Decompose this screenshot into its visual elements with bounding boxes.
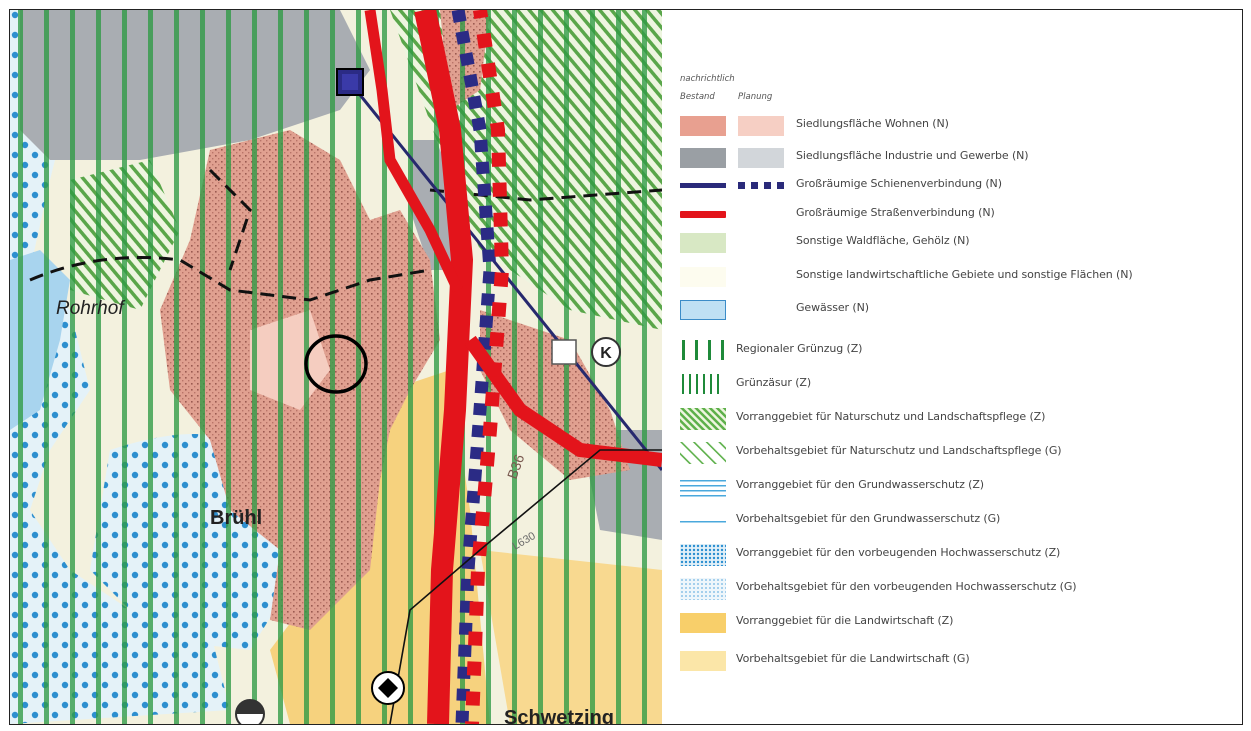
road-west (364, 10, 463, 293)
legend-label: Vorranggebiet für die Landwirtschaft (Z) (736, 614, 954, 627)
legend-label: Großräumige Straßenverbindung (N) (796, 206, 995, 219)
legend-label: Sonstige landwirtschaftliche Gebiete und… (796, 268, 1133, 281)
legend-item-rail: Großräumige Schienenverbindung (N) (668, 173, 1242, 199)
legend-label: Gewässer (N) (796, 301, 869, 314)
legend-item-flood-reserve: Vorbehaltsgebiet für den vorbeugenden Ho… (668, 576, 1242, 602)
legend-item-nature-reserve: Vorbehaltsgebiet für Naturschutz und Lan… (668, 440, 1242, 466)
legend-label: Großräumige Schienenverbindung (N) (796, 177, 1002, 190)
legend-item-road: Großräumige Straßenverbindung (N) (668, 202, 1242, 228)
residential-planned-swatch-icon (738, 116, 784, 136)
place-label-bruehl: Brühl (210, 507, 262, 529)
green-belt-lines-icon (682, 340, 724, 360)
industry-planned-swatch-icon (738, 148, 784, 168)
legend-panel: nachrichtlich Bestand Planung Siedlungsf… (668, 10, 1242, 724)
admin-boundary-1 (29, 256, 431, 302)
legend-item-agriculture-reserve: Vorbehaltsgebiet für die Landwirtschaft … (668, 648, 1242, 674)
road-line-icon (680, 211, 726, 218)
legend-label: Vorranggebiet für den vorbeugenden Hochw… (736, 546, 1061, 559)
legend-item-agriculture-priority: Vorranggebiet für die Landwirtschaft (Z) (668, 610, 1242, 636)
legend-col-planned: Planung (738, 92, 773, 102)
green-break-lines-icon (682, 374, 719, 394)
figure-frame: K Rohrhof Brühl Schwetzing B36 L630 nach… (9, 9, 1243, 725)
legend-item-flood-priority: Vorranggebiet für den vorbeugenden Hochw… (668, 542, 1242, 568)
agriculture-reserve-swatch-icon (680, 651, 726, 671)
flood-reserve-dots-icon (680, 578, 726, 600)
legend-item-water: Gewässer (N) (668, 297, 1242, 323)
local-rail-line (389, 449, 662, 724)
agriculture-priority-swatch-icon (680, 613, 726, 633)
legend-label: Siedlungsfläche Wohnen (N) (796, 117, 949, 130)
groundwater-reserve-line-icon (680, 521, 726, 523)
legend-header-info: nachrichtlich (680, 74, 735, 84)
legend-item-groundwater-priority: Vorranggebiet für den Grundwasserschutz … (668, 474, 1242, 500)
legend-item-green-break: Grünzäsur (Z) (668, 372, 1242, 398)
k-symbol-icon (591, 337, 621, 367)
legend-label: Vorranggebiet für den Grundwasserschutz … (736, 478, 984, 491)
legend-label: Regionaler Grünzug (Z) (736, 342, 863, 355)
legend-item-industry: Siedlungsfläche Industrie und Gewerbe (N… (668, 145, 1242, 171)
legend-item-nature-priority: Vorranggebiet für Naturschutz und Landsc… (668, 406, 1242, 432)
map-canvas: K Rohrhof Brühl Schwetzing B36 L630 (10, 10, 662, 724)
water-swatch-icon (680, 300, 726, 320)
legend-label: Grünzäsur (Z) (736, 376, 812, 389)
regional-plan-map: K Rohrhof Brühl Schwetzing B36 L630 (10, 10, 662, 724)
agri-swatch-icon (680, 267, 726, 287)
road-main (414, 10, 474, 724)
residential-swatch-icon (680, 116, 726, 136)
flood-priority-dots-icon (680, 544, 726, 566)
rail-dotted-main (451, 10, 497, 724)
legend-label: Sonstige Waldfläche, Gehölz (N) (796, 234, 970, 247)
legend-label: Vorbehaltsgebiet für den vorbeugenden Ho… (736, 580, 1077, 593)
place-label-rohrhof: Rohrhof (56, 298, 125, 319)
legend-label: Vorbehaltsgebiet für die Landwirtschaft … (736, 652, 970, 665)
legend-item-forest: Sonstige Waldfläche, Gehölz (N) (668, 230, 1242, 256)
k-symbol-text: K (600, 345, 612, 362)
admin-boundary-3 (208, 168, 252, 271)
legend-item-green-belt: Regionaler Grünzug (Z) (668, 338, 1242, 364)
rail-line-diagonal (338, 69, 662, 471)
station-square-white-icon (551, 339, 577, 365)
legend-item-groundwater-reserve: Vorbehaltsgebiet für den Grundwasserschu… (668, 508, 1242, 534)
place-label-schwetzingen: Schwetzing (504, 707, 614, 724)
highlight-circle-icon (304, 334, 368, 394)
legend-item-agri-other: Sonstige landwirtschaftliche Gebiete und… (668, 264, 1242, 290)
legend-item-residential: Siedlungsfläche Wohnen (N) (668, 113, 1242, 139)
nature-reserve-hatch-icon (680, 442, 726, 464)
legend-label: Vorbehaltsgebiet für Naturschutz und Lan… (736, 444, 1062, 457)
groundwater-priority-lines-icon (680, 480, 726, 497)
forest-swatch-icon (680, 233, 726, 253)
legend-col-existing: Bestand (680, 92, 715, 102)
nature-priority-hatch-icon (680, 408, 726, 430)
legend-label: Vorbehaltsgebiet für den Grundwasserschu… (736, 512, 1001, 525)
green-belt-stripes (10, 10, 662, 724)
legend-label: Siedlungsfläche Industrie und Gewerbe (N… (796, 149, 1029, 162)
legend-label: Vorranggebiet für Naturschutz und Landsc… (736, 410, 1046, 423)
station-square-icon (336, 68, 364, 96)
industry-swatch-icon (680, 148, 726, 168)
rail-line-icon (680, 182, 784, 189)
